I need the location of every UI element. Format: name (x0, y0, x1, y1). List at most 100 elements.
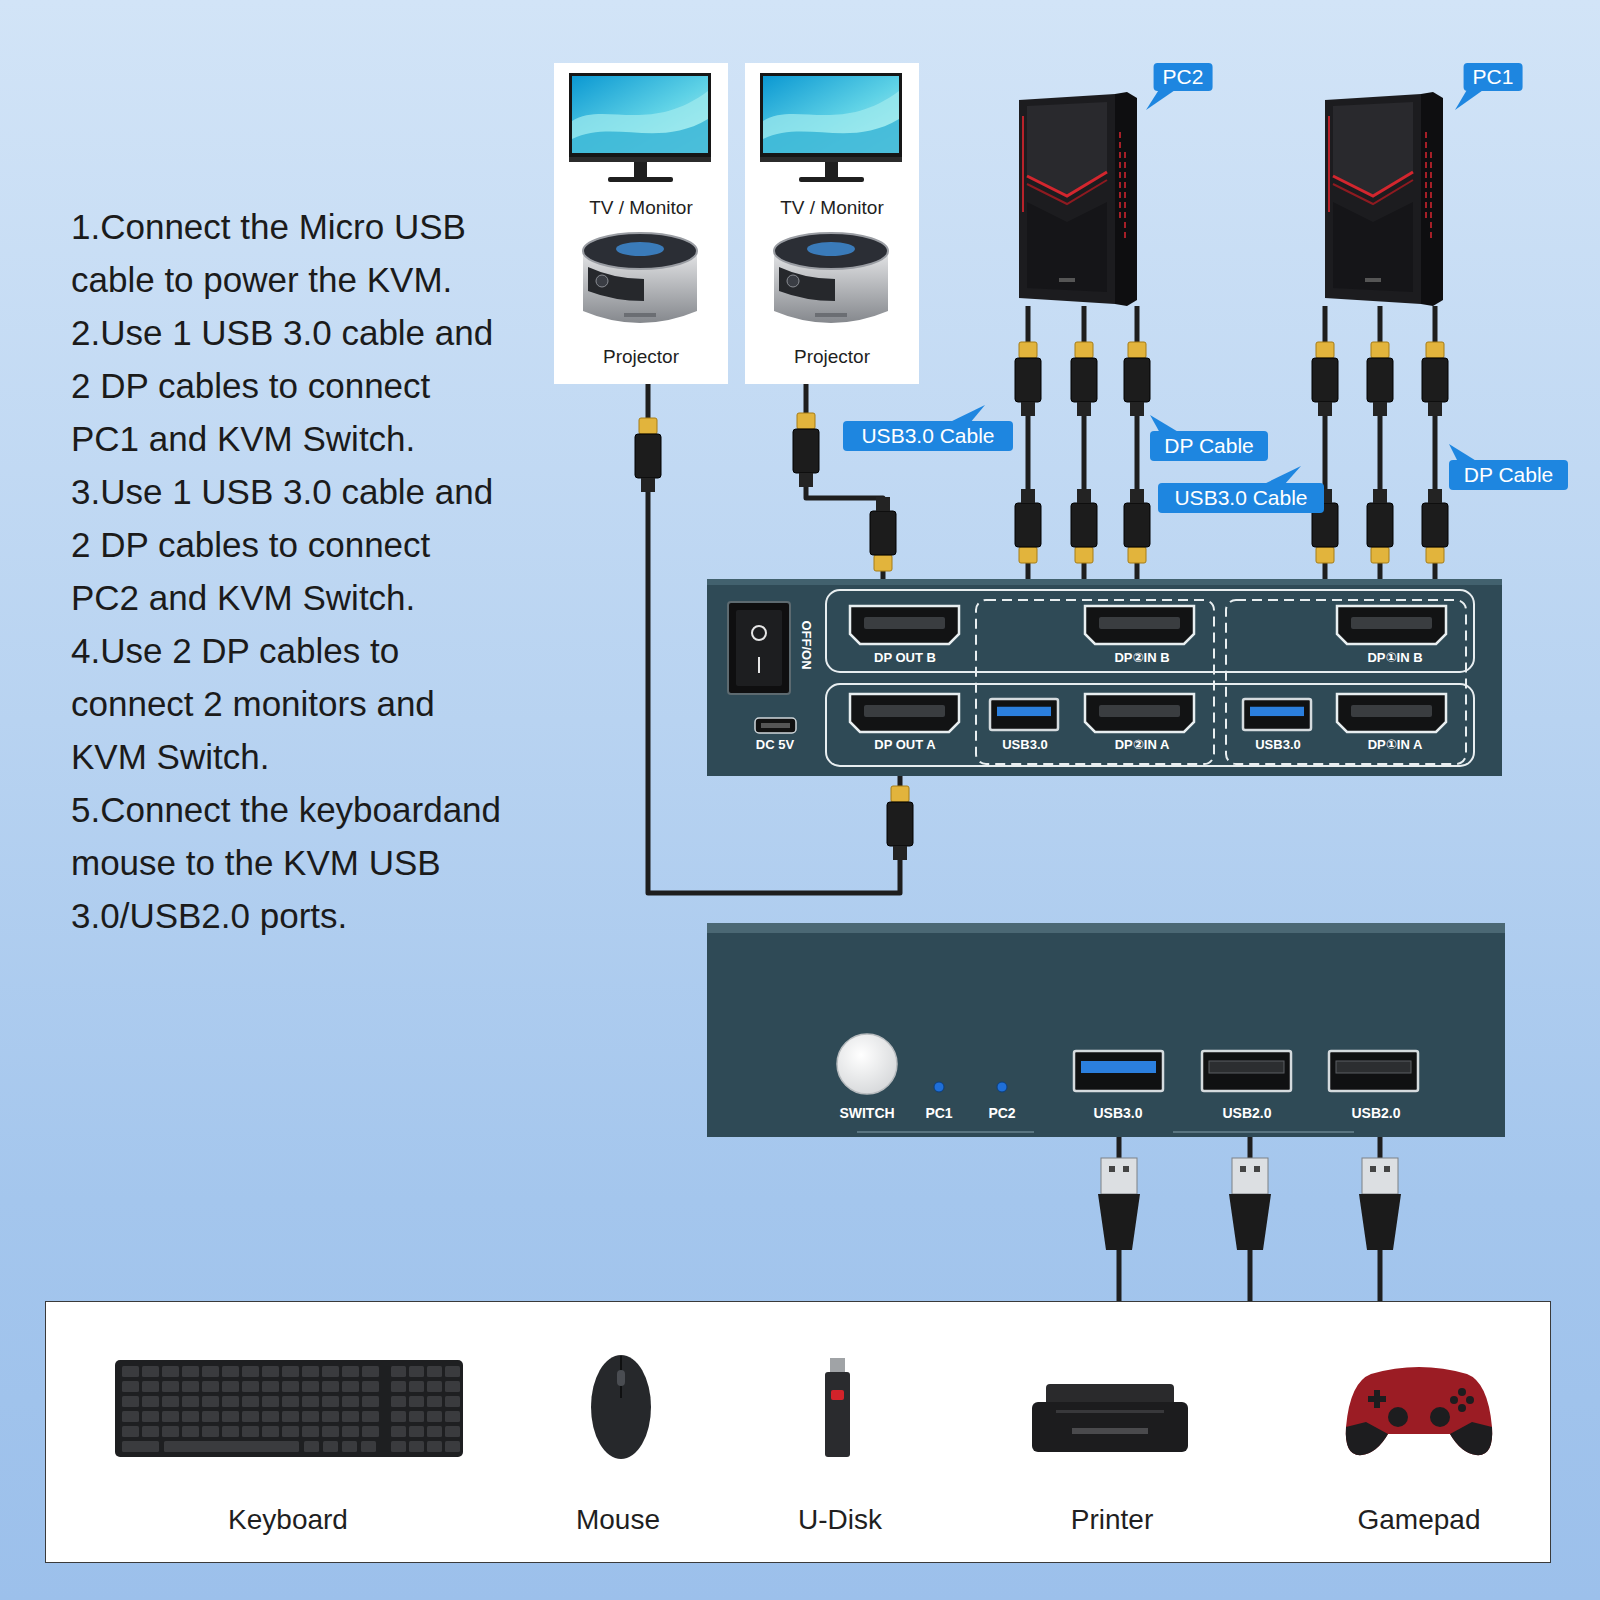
pc-tower-icon-part (1328, 116, 1330, 212)
cable-plug-part (1077, 402, 1091, 416)
pc-tower-icon-part (1027, 102, 1107, 196)
cable-plug (1124, 342, 1150, 416)
keyboard-icon-part (222, 1411, 239, 1422)
keyboard-icon-part (182, 1411, 199, 1422)
kvm-front-panel-art-part (1336, 1061, 1411, 1073)
kvm-back-panel-art-part (826, 590, 1474, 672)
keyboard-icon-part (362, 1381, 379, 1392)
usb-plug (1229, 1158, 1271, 1250)
keyboard-icon-part (242, 1381, 259, 1392)
keyboard-icon-part (222, 1426, 239, 1437)
cable-line (1082, 306, 1087, 579)
kvm-back-panel-art-part (1226, 600, 1466, 764)
cable-plug-part (893, 846, 907, 860)
kvm-front-panel-art-part (1209, 1061, 1284, 1073)
kvm-front-panel: SWITCHPC1PC2USB3.0USB2.0USB2.0 (707, 923, 1505, 1137)
keyboard-icon-part (162, 1396, 179, 1407)
kvm-back-panel-art-part (850, 606, 959, 644)
port-label: DP①IN A (1368, 738, 1423, 753)
cable-line (1378, 306, 1383, 579)
kvm-front-panel-art-part (837, 1034, 897, 1094)
port-label: DP①IN B (1367, 651, 1422, 666)
keyboard-icon-part (427, 1411, 442, 1422)
keyboard-icon-part (427, 1426, 442, 1437)
projector-icon-part (807, 242, 855, 256)
cable-plug-part (1312, 358, 1338, 402)
keyboard-icon-part (302, 1426, 319, 1437)
keyboard-icon-part (409, 1411, 424, 1422)
cable-plug (870, 497, 896, 571)
pc-tower: PC2 (1015, 92, 1138, 306)
gamepad-icon-part (1450, 1422, 1492, 1455)
keyboard-icon-part (122, 1426, 139, 1437)
kvm-back-panel-art-part (755, 718, 796, 733)
pc-tower-icon-part (1059, 278, 1075, 282)
cable-plug-part (1071, 358, 1097, 402)
projector-icon-part (787, 275, 799, 287)
display-card: TV / MonitorProjector (745, 63, 919, 384)
pc-tower-art (1015, 92, 1138, 306)
projector-icon-part (624, 313, 656, 317)
usb-plug-part (1362, 1158, 1398, 1194)
monitor-icon-part (799, 177, 864, 182)
port-label: USB3.0 (1002, 738, 1048, 753)
projector-icon-part (779, 267, 835, 301)
projector-icon-part (596, 275, 608, 287)
monitor-icon-part (572, 91, 708, 153)
monitor-icon-part (572, 119, 708, 153)
keyboard-icon-part (409, 1426, 424, 1437)
pc-tower-icon-part (1120, 132, 1125, 242)
cable-plug-part (1130, 489, 1144, 503)
kvm-front-panel-art-part (1329, 1051, 1418, 1091)
cable-plug-part (1367, 503, 1393, 547)
keyboard-icon-part (427, 1381, 442, 1392)
cable-plug-part (1316, 547, 1334, 563)
pc-tower-icon-part (1426, 132, 1431, 242)
cable-plug-part (874, 555, 892, 571)
monitor-icon-part (634, 162, 647, 178)
gamepad-icon-part (1374, 1390, 1380, 1408)
keyboard-icon-part (304, 1441, 319, 1452)
keyboard-icon-part (142, 1366, 159, 1377)
instruction-step: 2.Use 1 USB 3.0 cable and 2 DP cables to… (71, 306, 502, 465)
monitor-icon (569, 73, 711, 182)
cable-line (1323, 306, 1328, 579)
keyboard-icon-part (202, 1426, 219, 1437)
keyboard-icon-part (362, 1366, 379, 1377)
pc-tower-icon-part (1333, 180, 1413, 204)
monitor-icon-part (572, 76, 708, 153)
keyboard-icon-part (262, 1381, 279, 1392)
cable-callout: USB3.0 Cable (1158, 483, 1324, 513)
kvm-back-panel-art-part (1099, 705, 1180, 717)
usb-drive-icon (825, 1358, 850, 1457)
kvm-back-panel-art-part (864, 705, 945, 717)
pc-tower-icon-part (1022, 116, 1024, 212)
callout-tail (1455, 88, 1486, 110)
keyboard-icon-part (202, 1411, 219, 1422)
pc-tower-icon-part (1365, 278, 1381, 282)
cable-plug-part (1077, 489, 1091, 503)
pc-tower-icon-part (1027, 180, 1107, 204)
cable-plug (1367, 342, 1393, 416)
keyboard-icon-part (302, 1381, 319, 1392)
cable-line (1135, 306, 1140, 579)
usb-plug-part (1384, 1166, 1390, 1172)
cable-plug-part (1428, 402, 1442, 416)
port-label: DP②IN B (1114, 651, 1169, 666)
cable-plug-part (799, 473, 813, 487)
keyboard-icon-part (164, 1441, 299, 1452)
keyboard-icon-part (427, 1366, 442, 1377)
usb-plug-part (1254, 1166, 1260, 1172)
keyboard-icon-part (242, 1366, 259, 1377)
cable-plug-part (635, 434, 661, 478)
keyboard-icon-part (182, 1366, 199, 1377)
cable-plug-part (1015, 503, 1041, 547)
usb-drive-icon-part (831, 1390, 844, 1400)
pc-tower-icon (1325, 92, 1443, 306)
pc-tower-icon-part (1027, 172, 1107, 196)
kvm-back-panel-art-part (826, 684, 1474, 766)
cable-line (1433, 306, 1438, 579)
monitor-icon-part (763, 91, 899, 153)
keyboard-icon-part (427, 1441, 442, 1452)
keyboard-icon-part (362, 1426, 379, 1437)
